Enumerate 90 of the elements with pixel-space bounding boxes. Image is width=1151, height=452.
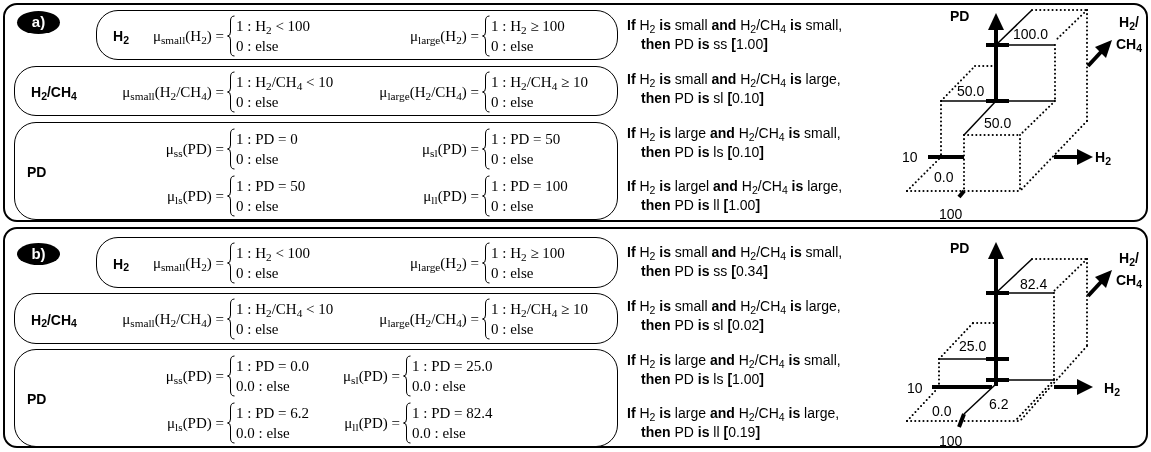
formula-text: 1 : H$_{2}$/CH$_{4}$ ≥ 10	[491, 73, 588, 92]
formula-text: μ$_{small}$(H$_{2}$/CH$_{4}$) =	[122, 83, 224, 102]
formula-text: 0 : else	[236, 320, 279, 339]
tick-label: 25.0	[959, 338, 987, 354]
formula-text: μ$_{sl}$(PD) =	[343, 367, 400, 386]
formula-text: μ$_{large}$(H$_{2}$/CH$_{4}$) =	[379, 310, 479, 329]
row-heading: H$_{2}$	[113, 254, 129, 273]
formula-text: μ$_{ls}$(PD) =	[167, 414, 224, 433]
formula-text: 0 : else	[491, 37, 534, 56]
tick-label: 50.0	[957, 83, 985, 99]
rule-text: If H$_{2}$ is large and H$_{2}$/CH$_{4}$ is small, then PD is ls [1.00]	[627, 351, 842, 389]
panel-frame	[3, 3, 1148, 222]
row-heading: H$_{2}$	[113, 27, 129, 45]
formula-text: 0 : else	[491, 264, 534, 283]
formula-text: 1 : PD = 25.0	[412, 357, 493, 376]
formula-text: μ$_{ss}$(PD) =	[165, 140, 224, 159]
rounded-box	[14, 66, 618, 116]
formula-text: μ$_{ss}$(PD) =	[165, 367, 224, 386]
tick-label: 10	[902, 149, 918, 165]
axis-label: PD	[950, 8, 970, 24]
rule-text: If H$_{2}$ is largel and H$_{2}$/CH$_{4}$ is large, then PD is ll [1.00]	[627, 177, 844, 215]
tick-label: 82.4	[1020, 276, 1048, 292]
tick-label: 10	[907, 380, 923, 396]
formula-text: 0 : else	[491, 150, 534, 169]
formula-text: 0 : else	[236, 93, 279, 112]
axis-label: H$_{2}$/ CH$_{4}$	[1114, 13, 1144, 55]
tick-label: 0.0	[934, 169, 954, 185]
rounded-box	[14, 122, 618, 220]
panel-badge: a)	[17, 11, 60, 34]
tick-label: 50.0	[984, 115, 1012, 131]
formula-text: 0 : else	[491, 197, 534, 216]
rule-text: If H$_{2}$ is large and H$_{2}$/CH$_{4}$ is small, then PD is ls [0.10]	[627, 124, 842, 162]
formula-text: μ$_{large}$(H$_{2}$) =	[410, 254, 479, 273]
formula-text: 1 : PD = 0	[236, 130, 298, 149]
rule-text: If H$_{2}$ is small and H$_{2}$/CH$_{4}$ is small, then PD is ss [0.34]	[627, 243, 844, 281]
rule-text: If H$_{2}$ is large and H$_{2}$/CH$_{4}$ is large, then PD is ll [0.19]	[627, 404, 841, 442]
axis-label: H$_{2}$	[1095, 149, 1111, 165]
rule-text: If H$_{2}$ is small and H$_{2}$/CH$_{4}$ is small, then PD is ss [1.00]	[627, 16, 844, 54]
rounded-box	[96, 237, 618, 288]
formula-text: 1 : PD = 50	[491, 130, 561, 149]
tick-label: 6.2	[989, 396, 1009, 412]
formula-text: 1 : H$_{2}$ < 100	[236, 244, 311, 263]
formula-text: 1 : PD = 82.4	[412, 404, 493, 423]
formula-text: μ$_{large}$(H$_{2}$) =	[410, 27, 479, 46]
formula-text: 0.0 : else	[236, 377, 290, 396]
formula-text: 0 : else	[236, 197, 279, 216]
rounded-box	[96, 10, 618, 60]
formula-text: μ$_{ll}$(PD) =	[423, 187, 479, 206]
formula-text: 0 : else	[491, 93, 534, 112]
tick-label: 100.0	[1013, 26, 1049, 42]
rounded-box	[14, 349, 618, 447]
formula-text: 1 : H$_{2}$/CH$_{4}$ < 10	[236, 300, 334, 319]
tick-label: 100	[939, 433, 963, 449]
formula-text: 0 : else	[236, 264, 279, 283]
formula-text: 1 : PD = 100	[491, 177, 568, 196]
formula-text: μ$_{sl}$(PD) =	[422, 140, 479, 159]
formula-text: 0.0 : else	[412, 424, 466, 443]
row-heading: H$_{2}$/CH$_{4}$	[31, 83, 77, 101]
formula-text: 1 : H$_{2}$ < 100	[236, 17, 311, 36]
formula-text: 1 : PD = 6.2	[236, 404, 310, 423]
tick-label: 100	[939, 206, 963, 222]
formula-text: μ$_{large}$(H$_{2}$/CH$_{4}$) =	[379, 83, 479, 102]
formula-text: μ$_{small}$(H$_{2}$/CH$_{4}$) =	[122, 310, 224, 329]
formula-text: 1 : H$_{2}$ ≥ 100	[491, 244, 565, 263]
panel-frame	[3, 227, 1148, 448]
rounded-box	[14, 293, 618, 344]
tick-label: 0.0	[932, 403, 952, 419]
row-heading: PD	[27, 390, 47, 408]
rule-text: If H$_{2}$ is small and H$_{2}$/CH$_{4}$ is large, then PD is sl [0.02]	[627, 297, 842, 335]
formula-text: 0.0 : else	[412, 377, 466, 396]
axis-label: H$_{2}$/ CH$_{4}$	[1114, 249, 1144, 291]
row-heading: PD	[27, 163, 47, 181]
axis-label: PD	[950, 240, 970, 256]
formula-text: 0 : else	[236, 37, 279, 56]
formula-text: μ$_{small}$(H$_{2}$) =	[152, 254, 224, 273]
formula-text: 1 : PD = 0.0	[236, 357, 310, 376]
formula-text: 1 : PD = 50	[236, 177, 306, 196]
row-heading: H$_{2}$/CH$_{4}$	[31, 310, 77, 329]
formula-text: μ$_{ls}$(PD) =	[167, 187, 224, 206]
panel-badge: b)	[17, 243, 60, 265]
formula-text: 0.0 : else	[236, 424, 290, 443]
rule-text: If H$_{2}$ is small and H$_{2}$/CH$_{4}$ is large, then PD is sl [0.10]	[627, 70, 842, 108]
formula-text: 0 : else	[491, 320, 534, 339]
formula-text: 1 : H$_{2}$ ≥ 100	[491, 17, 565, 36]
axis-label: H$_{2}$	[1104, 380, 1120, 396]
formula-text: μ$_{ll}$(PD) =	[344, 414, 400, 433]
formula-text: μ$_{small}$(H$_{2}$) =	[152, 27, 224, 46]
formula-text: 1 : H$_{2}$/CH$_{4}$ ≥ 10	[491, 300, 588, 319]
formula-text: 0 : else	[236, 150, 279, 169]
formula-text: 1 : H$_{2}$/CH$_{4}$ < 10	[236, 73, 334, 92]
